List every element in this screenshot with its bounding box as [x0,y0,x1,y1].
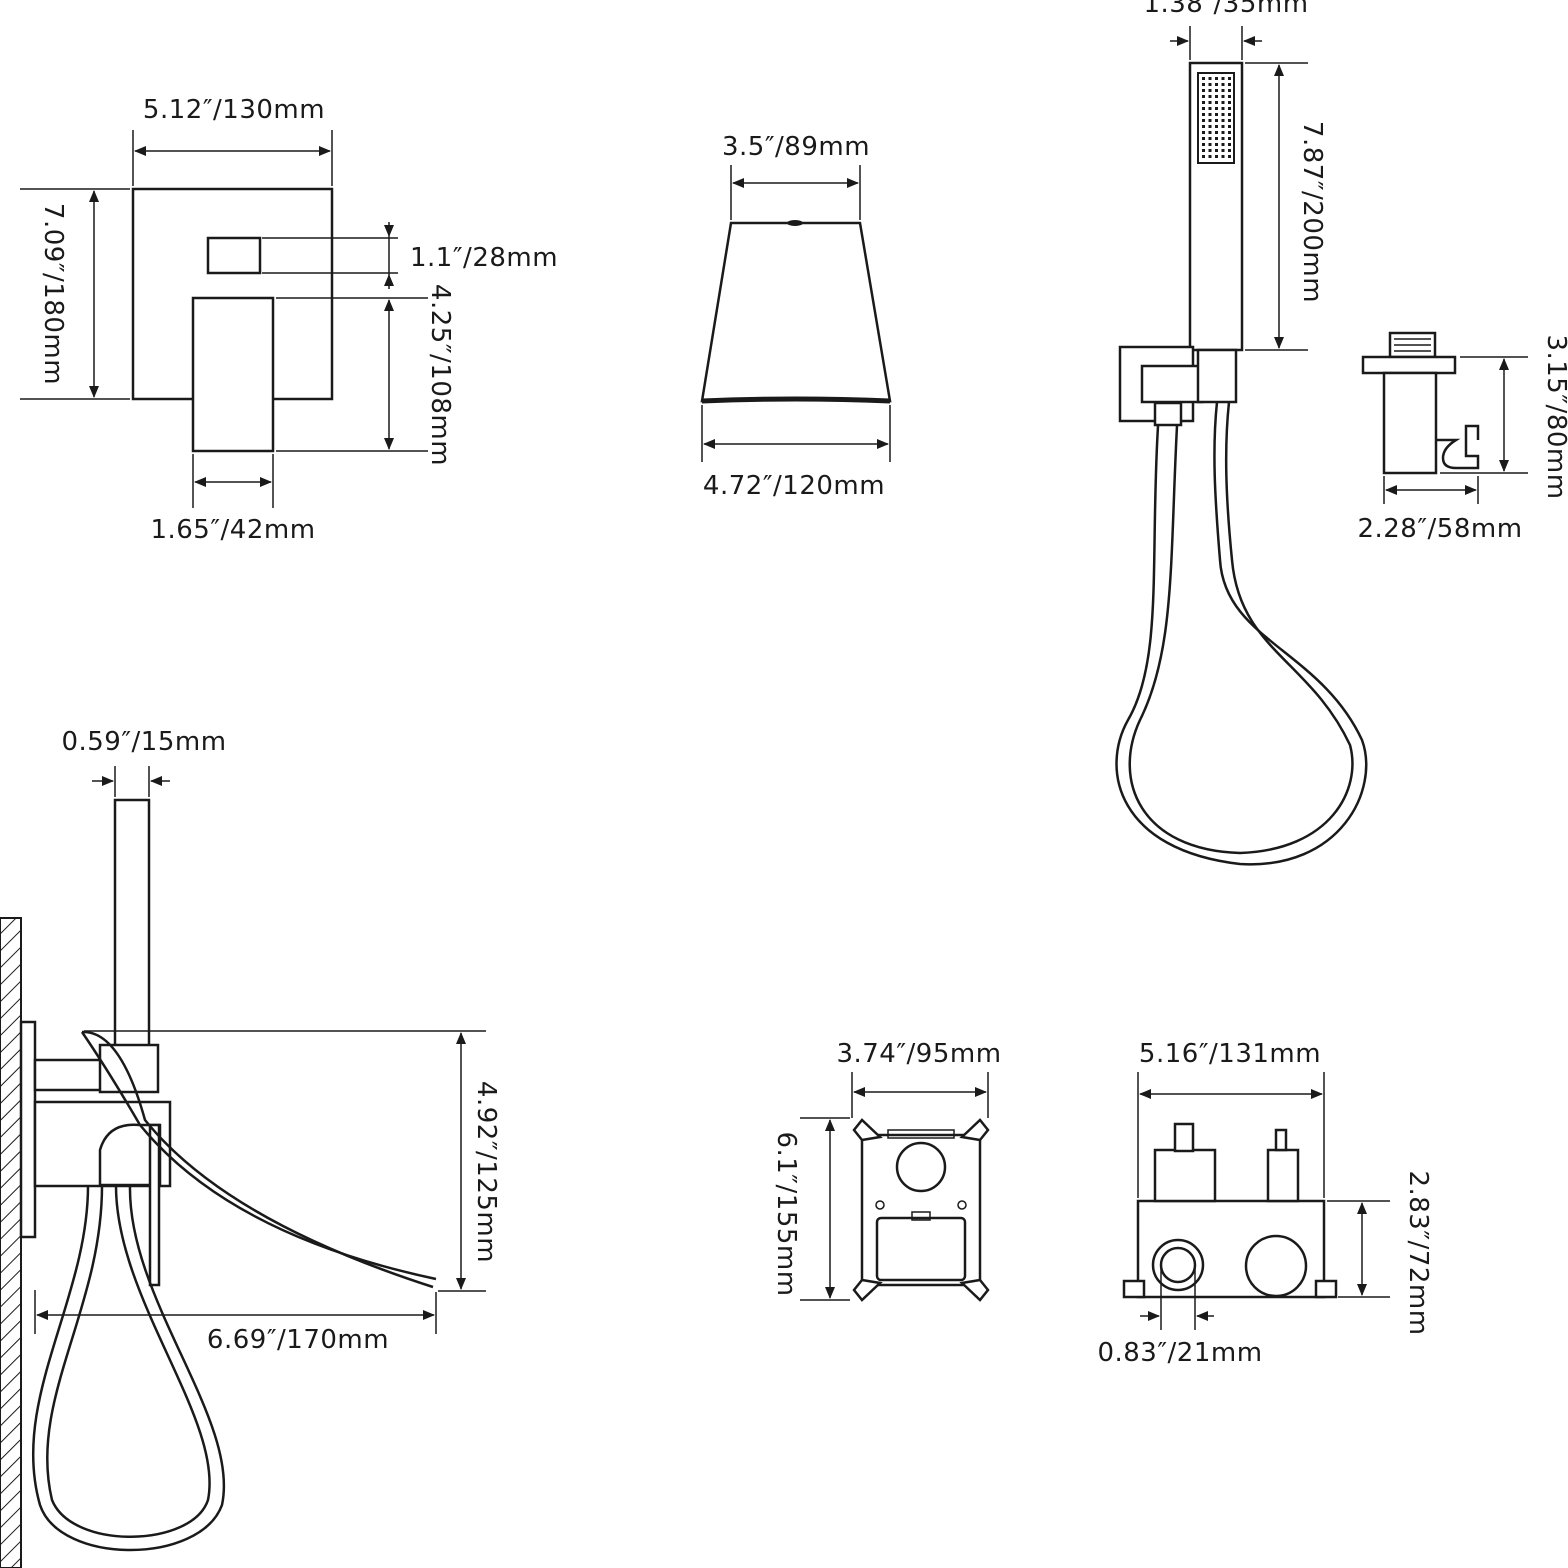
hose-nut [1196,348,1238,404]
spout-top-width-label: 3.5″/89mm [722,132,870,162]
diverter-housing [1266,1148,1300,1203]
holder-flange [1361,355,1457,375]
spray-face [1197,72,1235,164]
shower-holder: 3.15″/80mm 2.28″/58mm [1357,331,1568,544]
valve-width-label: 3.74″/95mm [836,1039,1001,1069]
spout-front-view: 3.5″/89mm 4.72″/120mm [700,132,892,501]
valve-height-label: 6.1″/155mm [771,1131,801,1296]
holder-clip [1436,424,1480,470]
cartridge-stem [1173,1122,1195,1153]
handshower-width-label: 1.38″/35mm [1143,0,1308,19]
wall-plate-front-view: 5.12″/130mm 7.09″/180mm 1.1″/28mm 4.25″/… [20,95,558,545]
handle-height-label: 4.25″/108mm [425,284,455,466]
outlet-port-inner [1159,1246,1197,1284]
box-foot-right [1314,1279,1338,1299]
holder-width-label: 2.28″/58mm [1357,514,1522,544]
diverter-height-label: 1.1″/28mm [410,243,558,273]
diverter-stem [1274,1128,1288,1152]
side-hose [31,1185,226,1552]
shower-hose [1115,401,1368,866]
lever-handle [191,296,275,453]
side-hand-shower-base [98,1043,160,1094]
valve-port-upper [895,1141,947,1193]
diverter-knob [206,236,262,275]
outlet-diameter-label: 0.83″/21mm [1097,1338,1262,1368]
spout-thickness-label: 0.59″/15mm [61,727,226,757]
mount-ear-br [959,1278,990,1302]
side-lever [148,1123,161,1287]
hose-fitting [1153,401,1183,427]
plate-height-label: 7.09″/180mm [38,203,68,385]
side-view-assembly: 0.59″/15mm 4.92″/125mm 6.69″/170mm [0,727,501,1568]
holder-body [1382,371,1438,475]
hand-shower-assembly: 1.38″/35mm 7.87″/200mm [1115,0,1368,866]
rough-in-box-side: 5.16″/131mm 2.83″/72mm 0.83″/21mm [1097,1039,1433,1368]
spout-body [700,221,892,403]
side-plate [19,1020,37,1239]
side-elbow-arm [33,1058,107,1092]
handshower-length-label: 7.87″/200mm [1297,121,1327,303]
shower-hose-inner [1128,401,1354,855]
side-hand-shower [113,798,151,1052]
handle-width-label: 1.65″/42mm [150,515,315,545]
inlet-port [1244,1234,1308,1298]
wall-hatch [0,917,22,1568]
side-hose-inner [46,1185,211,1538]
rough-in-valve-front: 3.74″/95mm 6.1″/155mm [771,1039,1001,1302]
mount-ear-tr [959,1118,990,1142]
box-foot-left [1122,1279,1146,1299]
waterfall-spout-lower [80,1031,437,1281]
cartridge-housing [1153,1148,1217,1203]
spout-drop-label: 4.92″/125mm [471,1081,501,1263]
spout-reach-label: 6.69″/170mm [207,1325,389,1355]
elbow-connector [1140,364,1204,404]
spray-nozzles [1202,77,1231,158]
box-width-label: 5.16″/131mm [1139,1039,1321,1069]
mount-ear-tl [852,1118,883,1142]
box-depth-label: 2.83″/72mm [1403,1170,1433,1335]
mount-ear-bl [852,1278,883,1302]
holder-height-label: 3.15″/80mm [1541,334,1568,499]
plate-width-label: 5.12″/130mm [143,95,325,125]
spout-bottom-width-label: 4.72″/120mm [703,471,885,501]
valve-cartridge-plate [875,1216,967,1282]
